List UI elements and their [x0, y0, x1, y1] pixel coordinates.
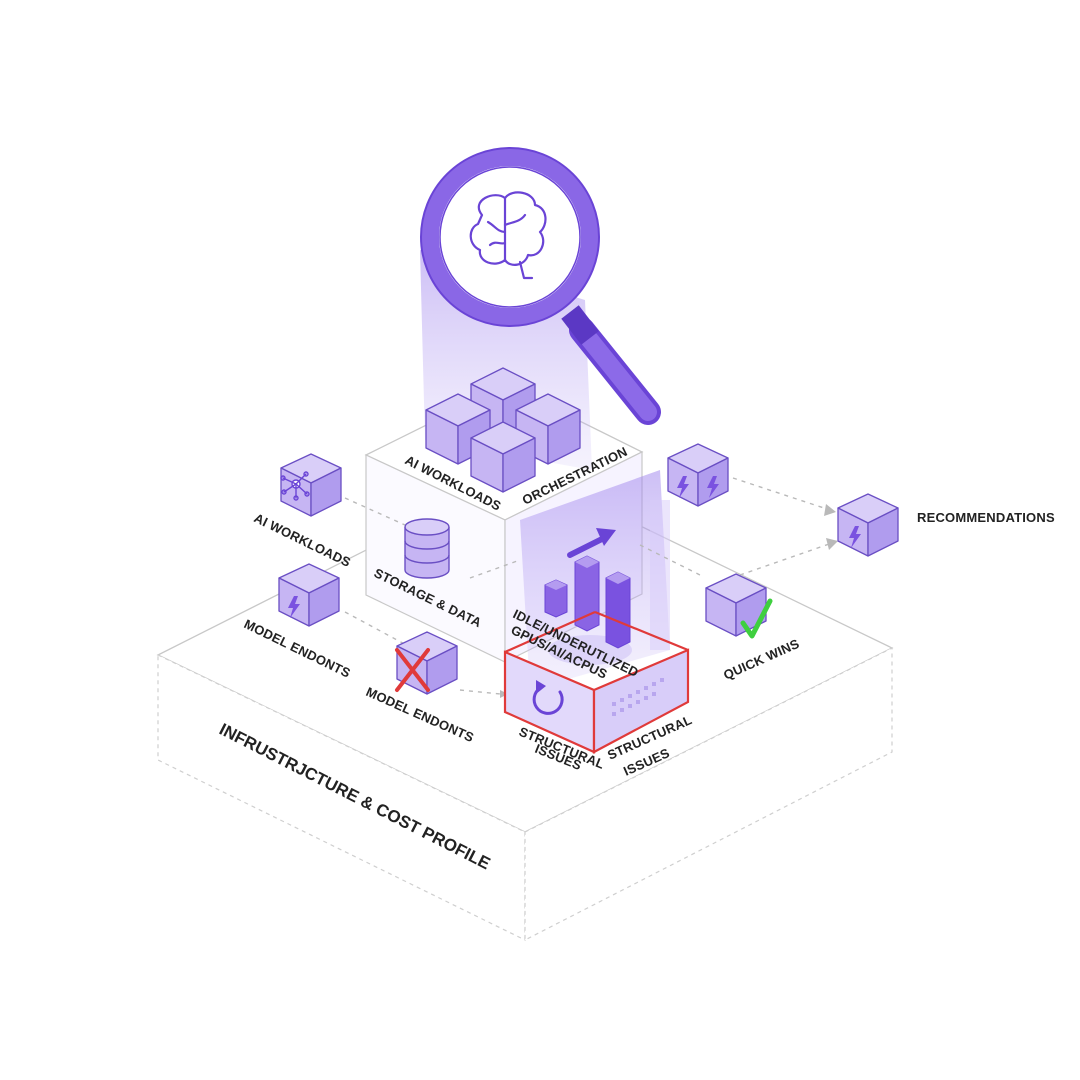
quick-action-cube — [667, 443, 729, 507]
trend-arrow-icon — [567, 528, 616, 558]
quick-wins-cube — [705, 573, 773, 639]
refresh-icon — [532, 680, 564, 715]
label-ai-workloads-left: AI WORKLOADS — [252, 510, 354, 570]
x-mark-icon — [395, 648, 430, 692]
check-icon — [740, 598, 773, 639]
database-icon — [404, 518, 450, 579]
model-endpoints-cube-mid — [395, 631, 458, 695]
dot-matrix — [612, 678, 664, 716]
brain-icon — [469, 191, 547, 280]
magnifier-icon — [420, 147, 661, 425]
flow-lines — [344, 477, 838, 698]
beam-highlight — [650, 500, 670, 650]
structural-issues-box — [503, 610, 690, 754]
bolt-icon — [288, 596, 300, 618]
recommendations-cube — [837, 493, 899, 557]
label-recommendations: RECOMMENDATIONS — [917, 510, 1055, 525]
ai-workloads-cube — [280, 453, 342, 517]
model-endpoints-cube-left — [278, 563, 340, 627]
